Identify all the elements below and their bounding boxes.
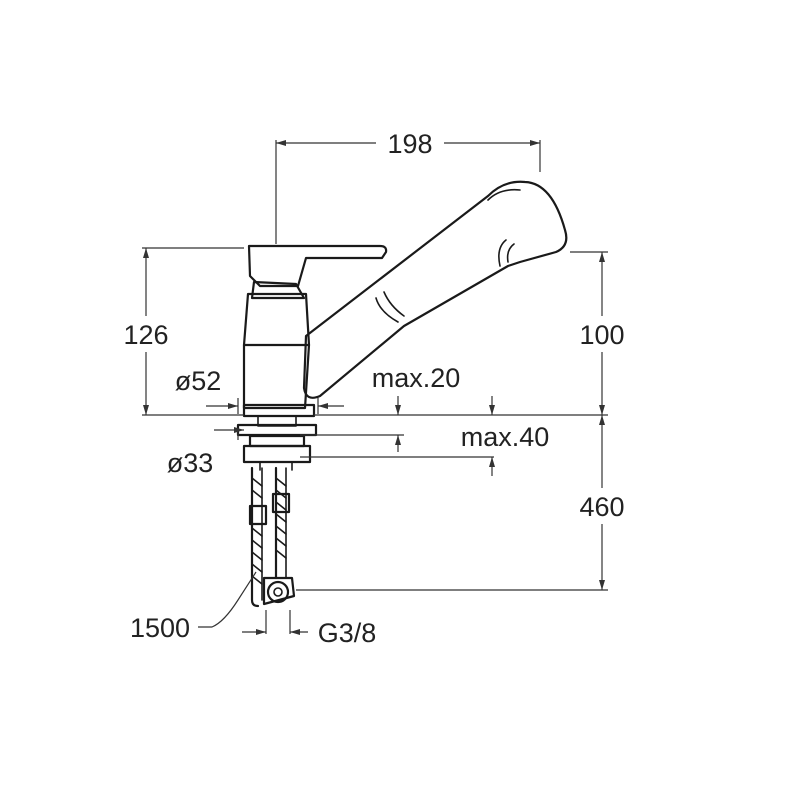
spray-head-face-2 xyxy=(506,243,515,263)
mounting-assembly xyxy=(236,415,318,471)
dim-thread-label: G3/8 xyxy=(318,618,377,648)
main-body xyxy=(242,292,311,410)
dim-spout-height-label: 100 xyxy=(579,320,624,350)
hose-end-fitting-inner xyxy=(273,587,283,597)
handle-collar xyxy=(250,280,306,300)
hose-braid-right xyxy=(275,477,287,559)
hose-ferrule-left xyxy=(248,504,268,526)
spout-tube xyxy=(302,180,568,399)
base-plate xyxy=(242,403,316,418)
spout-ring-2 xyxy=(383,291,405,317)
dim-hose-length: 1500 xyxy=(130,571,257,643)
spray-head-face xyxy=(498,239,507,267)
spout-ring-1 xyxy=(375,297,399,323)
supply-hoses xyxy=(248,466,296,608)
dim-total-height: 126 xyxy=(123,247,244,416)
dim-spout-reach-label: 198 xyxy=(387,129,432,159)
dim-base-diameter-label: ø52 xyxy=(175,366,222,396)
pull-out-spout xyxy=(302,180,568,399)
dim-spout-height: 100 xyxy=(314,251,625,416)
dim-shank-diameter: ø33 xyxy=(167,427,244,478)
dim-hose-length-label: 1500 xyxy=(130,613,190,643)
dim-counter-thickness: max.20 max.40 xyxy=(300,363,549,476)
mounting-shank-ring xyxy=(242,444,312,464)
dim-spout-reach: 198 xyxy=(275,129,541,244)
dim-under-counter-label: 460 xyxy=(579,492,624,522)
faucet-body xyxy=(242,244,388,418)
dim-counter-max-a-label: max.20 xyxy=(372,363,461,393)
dim-total-height-label: 126 xyxy=(123,320,168,350)
dim-counter-max-b-label: max.40 xyxy=(461,422,550,452)
mounting-nut xyxy=(248,434,306,448)
dim-base-diameter: ø52 xyxy=(175,366,344,414)
dim-thread: G3/8 xyxy=(242,610,376,648)
hose-end-nut xyxy=(262,576,296,606)
hose-braid-left xyxy=(251,477,263,585)
hose-end-fitting xyxy=(266,580,290,604)
dim-shank-diameter-label: ø33 xyxy=(167,448,214,478)
lever-handle xyxy=(247,244,388,288)
dim-under-counter: 460 xyxy=(296,415,625,591)
hose-ferrule-right xyxy=(271,492,291,514)
spray-head-edge xyxy=(487,188,521,201)
hose-left xyxy=(250,466,260,608)
